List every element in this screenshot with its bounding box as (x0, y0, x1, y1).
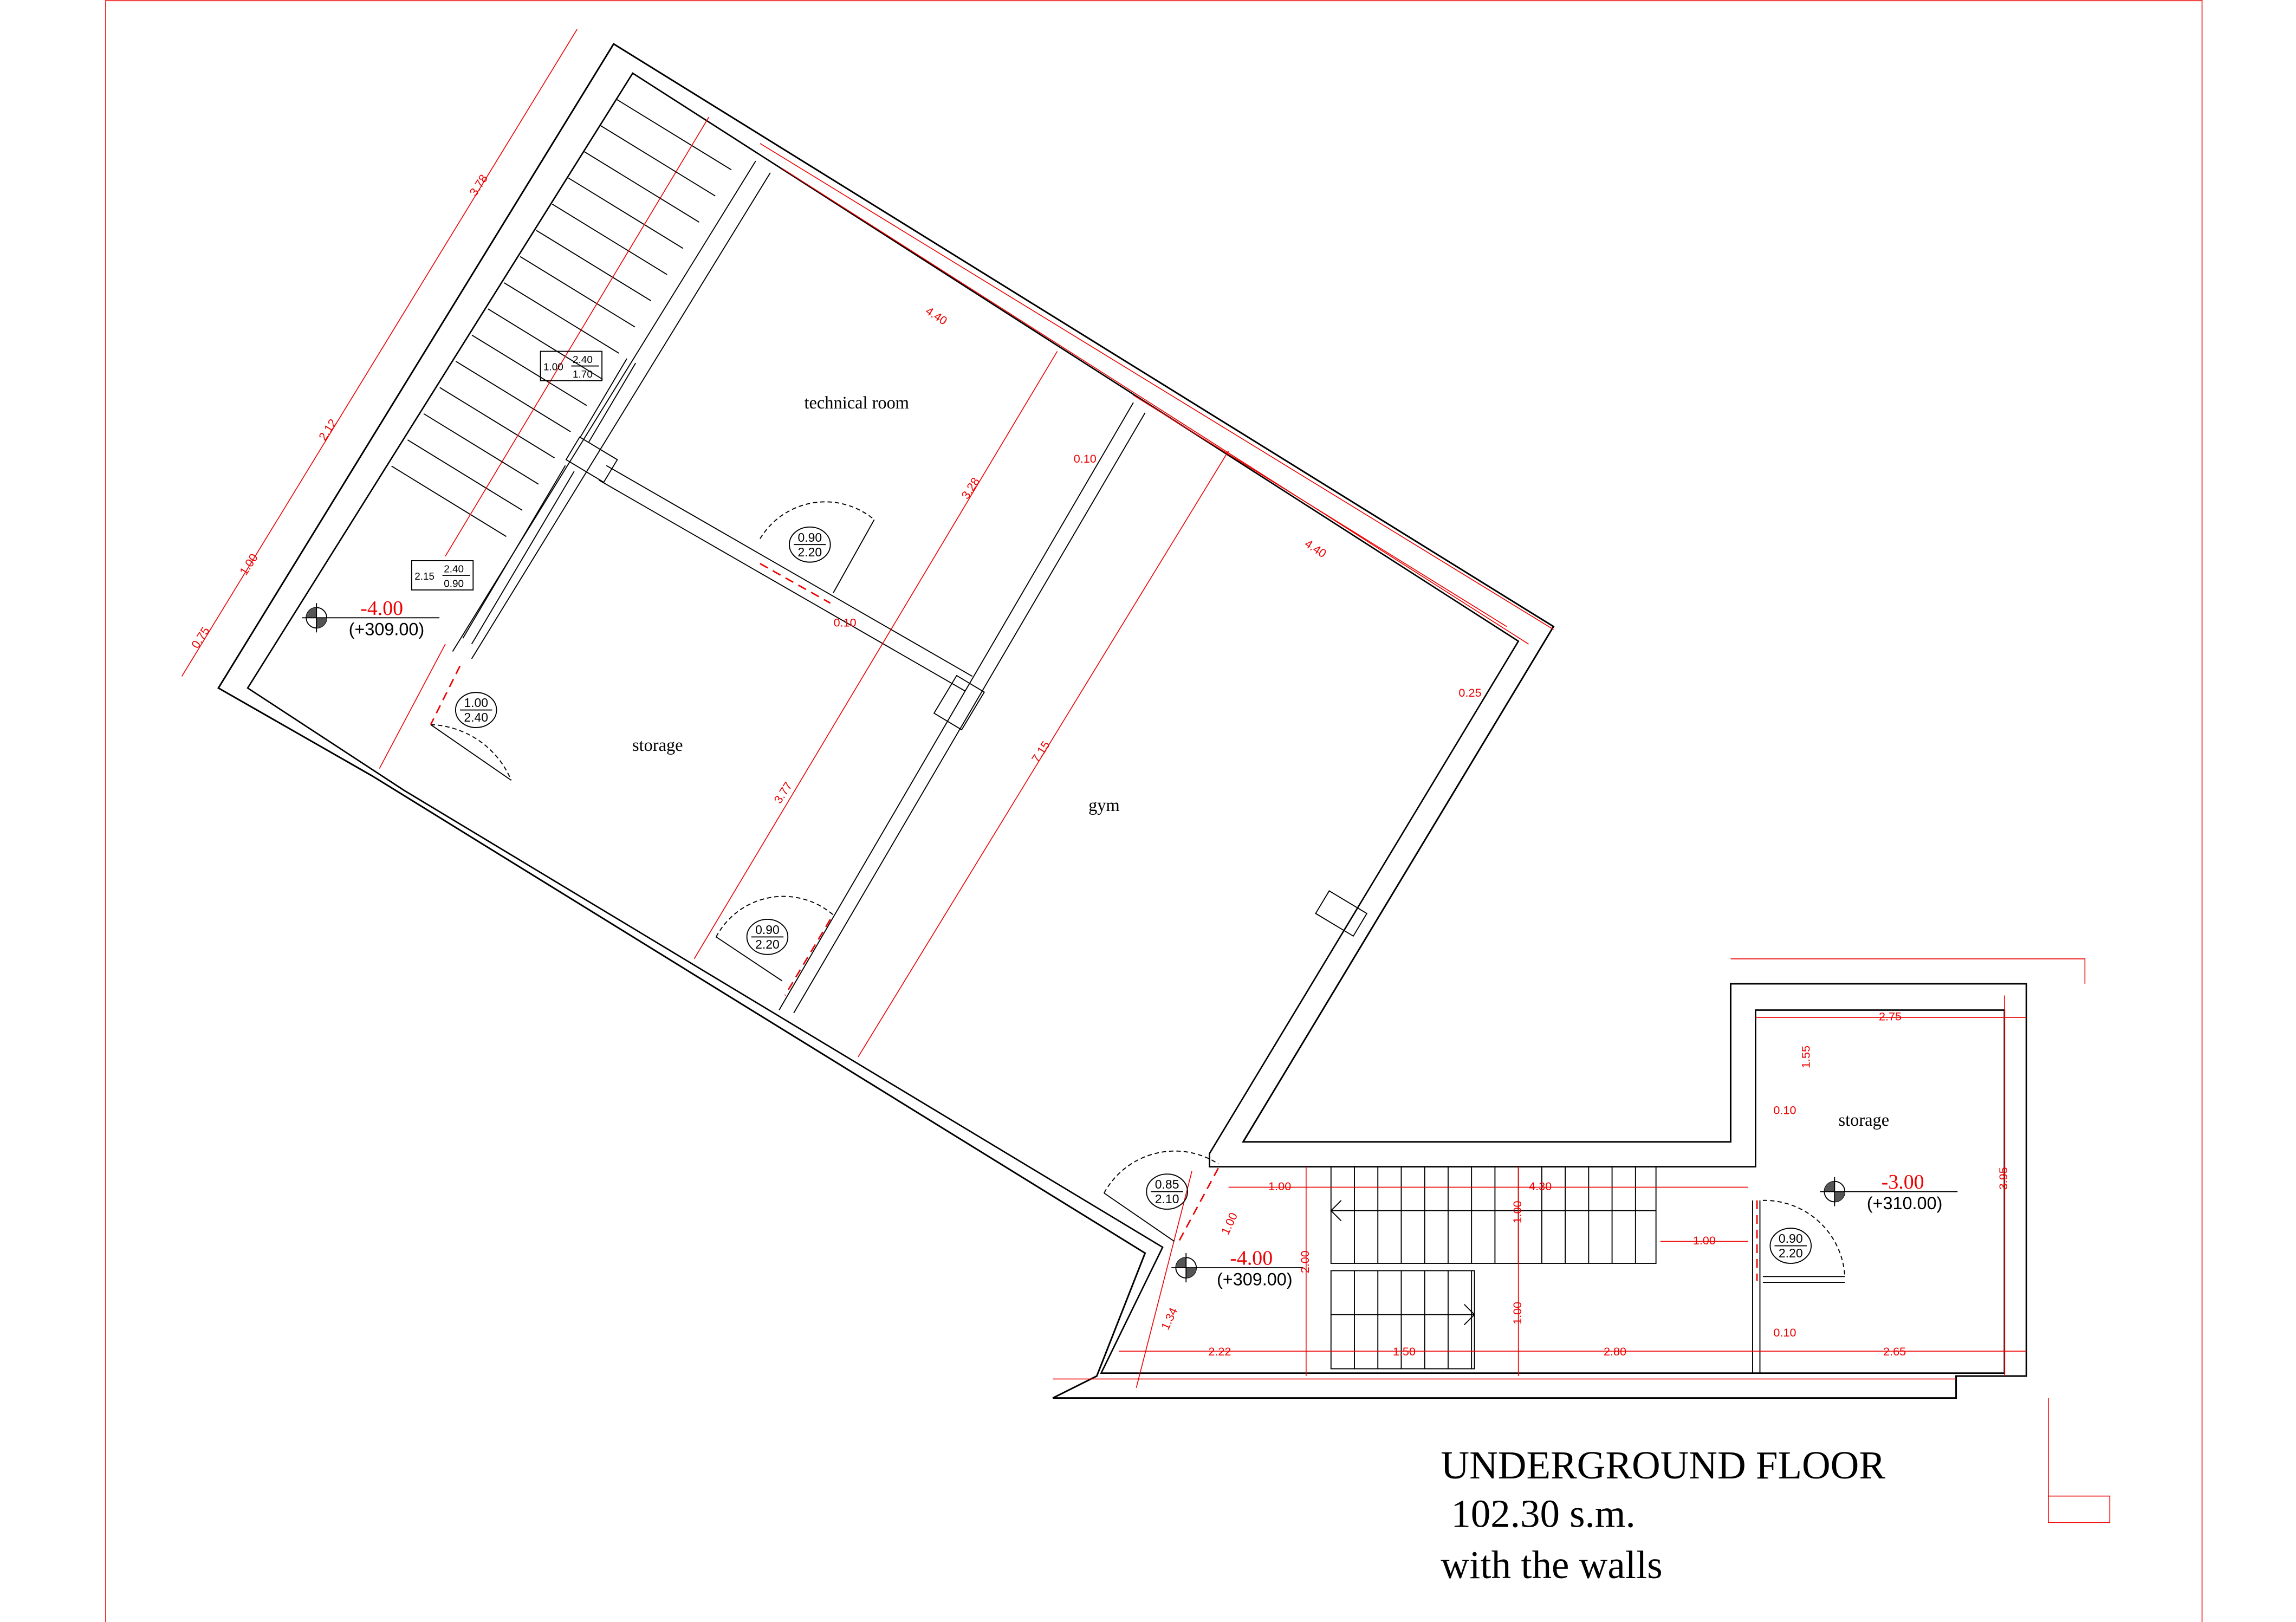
partition-tech-storage (606, 465, 973, 677)
dimension-label: 4.30 (1529, 1179, 1552, 1193)
dimension-label: 1.00 (1510, 1201, 1524, 1223)
stair-tread (488, 308, 604, 380)
stair-tread (439, 387, 555, 459)
window-tag: 1.00 2.40 1.70 (540, 351, 603, 381)
dimension-label: 1.00 (237, 551, 261, 578)
door-swing-arc (430, 724, 512, 781)
room-label-gym: gym (1088, 796, 1120, 815)
window-frame (588, 362, 637, 443)
dimension-label: 2.80 (1604, 1345, 1626, 1358)
door-swing-arc (760, 501, 875, 539)
drawing-title: UNDERGROUND FLOOR (1441, 1443, 1885, 1487)
door-height: 2.20 (1779, 1246, 1803, 1260)
window-width: 2.15 (414, 571, 434, 582)
level-value: -4.00 (1230, 1247, 1273, 1270)
dimension-label: 1.50 (1393, 1345, 1416, 1358)
door-height: 2.20 (755, 937, 780, 951)
door-height: 2.20 (797, 545, 822, 559)
stair-tread (407, 439, 523, 511)
dimension-label: 2.00 (1298, 1250, 1312, 1273)
window-height: 2.40 (444, 564, 464, 575)
floor-area: 102.30 s.m. (1451, 1491, 1635, 1535)
level-marker: -4.00 (+309.00) (1171, 1247, 1303, 1289)
title-block: UNDERGROUND FLOOR 102.30 s.m. with the w… (1441, 1443, 1885, 1587)
dimension-label: 0.10 (834, 616, 857, 630)
column (565, 436, 618, 483)
door-width: 0.90 (755, 923, 780, 937)
door-swings (430, 501, 1846, 1281)
window-height: 2.40 (573, 354, 593, 366)
stair-treads (391, 99, 732, 537)
window-sill: 1.70 (573, 369, 593, 380)
door-tag: 0.90 2.20 (746, 919, 789, 955)
dimension-label: 1.00 (1693, 1234, 1716, 1247)
dimension-lines (181, 29, 2111, 1523)
window-sill: 0.90 (444, 579, 464, 590)
door-width: 0.90 (797, 530, 822, 544)
dimension-label: 2.12 (316, 417, 340, 443)
stair-tread (600, 125, 716, 197)
dimension-label: 0.10 (1074, 452, 1097, 465)
level-marker: -3.00 (+310.00) (1820, 1171, 1958, 1213)
dimension-label: 0.10 (1773, 1326, 1796, 1339)
dimension-label: 1.55 (1799, 1046, 1812, 1068)
door-width: 0.85 (1155, 1177, 1179, 1191)
dimension-label: 3.78 (466, 172, 490, 198)
level-value: -4.00 (360, 597, 403, 620)
level-absolute: (+310.00) (1867, 1193, 1943, 1213)
column (933, 674, 985, 731)
door-width: 1.00 (464, 696, 488, 710)
dimension-label: 0.10 (1773, 1103, 1796, 1117)
building-walls (217, 43, 2027, 1399)
stair-tread (584, 151, 700, 223)
partition-storage-gym (779, 402, 1134, 1010)
dimension-label: 0.25 (1458, 686, 1481, 699)
window-tag: 2.15 2.40 0.90 (411, 560, 474, 591)
dimension-label: 2.75 (1879, 1009, 1902, 1023)
level-absolute: (+309.00) (1217, 1270, 1293, 1289)
door-height: 2.40 (464, 710, 488, 724)
door-tag: 0.85 2.10 (1146, 1173, 1188, 1210)
door-swing-arc (716, 896, 834, 937)
dimension-label: 1.00 (1510, 1302, 1524, 1325)
stair-tread (423, 413, 539, 485)
door-height: 2.10 (1155, 1192, 1179, 1206)
door-tag: 1.00 2.40 (455, 692, 497, 728)
dimension-label: 2.22 (1208, 1345, 1231, 1358)
door-width: 0.90 (1779, 1231, 1803, 1245)
inner-wall-outline (247, 72, 2006, 1374)
stair-tread (536, 230, 652, 302)
column (1315, 890, 1368, 937)
door-swing-arc (1762, 1199, 1846, 1277)
room-label-storage: storage (632, 736, 683, 755)
stair-tread (616, 99, 732, 171)
arrow-right-icon (1463, 1303, 1475, 1326)
stair-tread (503, 282, 619, 354)
window-frame (471, 471, 575, 645)
window-width: 1.00 (543, 362, 563, 373)
level-value: -3.00 (1882, 1171, 1924, 1193)
lower-stair-treads (1330, 1166, 1657, 1370)
door-tag: 0.90 2.20 (789, 526, 831, 563)
door-tag: 0.90 2.20 (1769, 1228, 1812, 1264)
stair-tread (520, 256, 635, 328)
level-absolute: (+309.00) (349, 620, 425, 639)
stair-tread (552, 204, 667, 275)
stair-tread (471, 334, 587, 406)
level-marker: -4.00 (+309.00) (302, 597, 440, 639)
dimension-label: 3.95 (1996, 1167, 2010, 1190)
arrow-left-icon (1330, 1200, 1342, 1222)
stair-tread (568, 177, 684, 249)
area-note: with the walls (1441, 1543, 1662, 1587)
dimension-label: 0.75 (189, 624, 212, 651)
dimension-label: 1.00 (1268, 1179, 1291, 1193)
door-swing-arc (1104, 1150, 1219, 1193)
room-label-storage-lower: storage (1839, 1111, 1890, 1130)
dimension-label: 2.65 (1883, 1345, 1906, 1358)
sheet-border (105, 0, 2203, 1622)
stair-tread (455, 361, 571, 432)
room-label-technical-room: technical room (805, 393, 909, 413)
stair-tread (391, 465, 507, 537)
